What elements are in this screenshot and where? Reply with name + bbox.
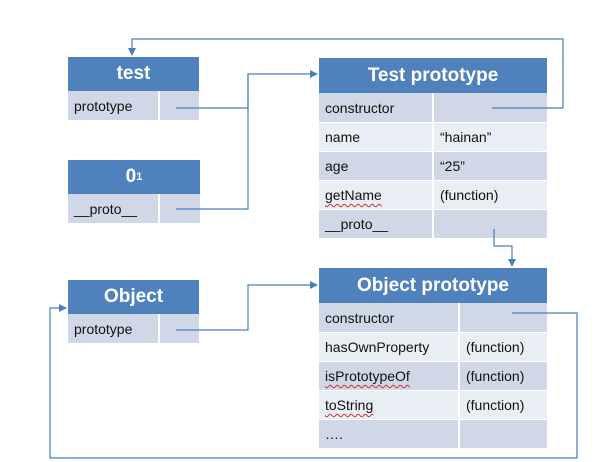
test-prototype-title: Test prototype [319,58,547,93]
table-row: isPrototypeOf (function) [319,361,547,390]
row-key: …. [319,420,460,448]
row-key: prototype [68,314,160,343]
table-row: constructor [319,93,547,122]
row-key: __proto__ [319,210,434,238]
table-row: __proto__ [319,209,547,238]
row-key-text: toString [325,397,374,413]
o1-proto-row: __proto__ [68,194,200,223]
object-function-title: Object [68,280,199,314]
object-prototype-table: Object prototype constructor hasOwnPrope… [319,268,547,448]
o1-title-main: 0 [125,166,137,187]
row-key: age [319,152,434,180]
row-key: constructor [319,93,434,122]
row-key: toString [319,391,460,419]
row-key: prototype [68,91,160,120]
o1-title-sub: 1 [136,171,143,183]
table-row: …. [319,419,547,448]
table-row: name “hainan” [319,122,547,151]
row-key-text: isPrototypeOf [325,368,410,384]
row-value [434,210,547,238]
table-row: age “25” [319,151,547,180]
row-value [160,91,199,120]
object-prototype-title: Object prototype [319,268,547,303]
row-key: name [319,123,434,151]
test-prototype-row: prototype [68,91,199,120]
table-row: toString (function) [319,390,547,419]
test-function-title: test [68,57,199,91]
row-key: constructor [319,303,460,332]
table-row: hasOwnProperty (function) [319,332,547,361]
row-key: isPrototypeOf [319,362,460,390]
row-key: __proto__ [68,194,160,223]
test-prototype-table: Test prototype constructor name “hainan”… [319,58,547,239]
row-value [160,194,200,223]
row-value: (function) [466,397,525,413]
row-value: “25” [440,158,465,174]
test-function-box: test prototype [68,57,199,121]
row-value: (function) [466,368,525,384]
row-value [460,303,547,332]
object-function-box: Object prototype [68,280,199,344]
row-value: (function) [440,187,499,203]
table-row: constructor [319,303,547,332]
row-key-text: getName [325,187,382,203]
row-key: getName [319,181,434,209]
row-value [434,93,547,122]
row-value: “hainan” [440,129,492,145]
table-row: getName (function) [319,180,547,209]
row-key: hasOwnProperty [319,333,460,361]
row-value [160,314,199,343]
row-value: (function) [466,339,525,355]
object-prototype-row: prototype [68,314,199,343]
row-value [460,420,547,448]
